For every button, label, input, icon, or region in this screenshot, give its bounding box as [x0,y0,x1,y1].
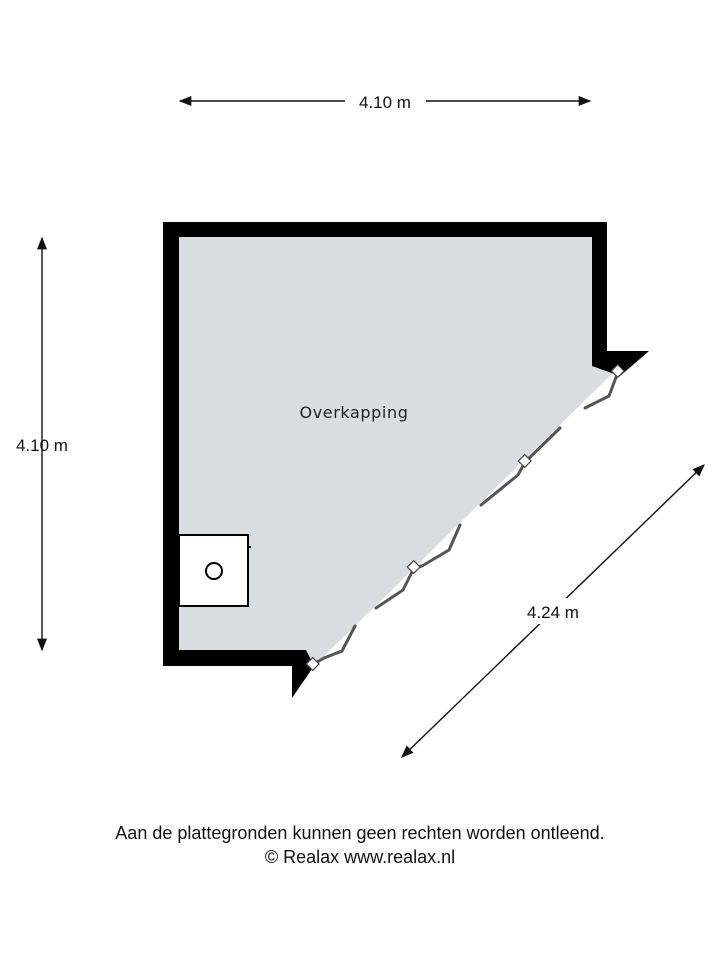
dimension-top: 4.10 m [178,93,592,112]
copyright-text: © Realax www.realax.nl [264,847,456,867]
wall [163,222,649,698]
corner-unit [178,534,251,607]
door-hinges [305,363,625,672]
disclaimer-text: Aan de plattegronden kunnen geen rechten… [115,823,605,843]
dimension-diagonal-label: 4.24 m [527,603,579,622]
drain-circle [205,562,223,580]
room-label: Overkapping [300,403,409,422]
dimension-left: 4.10 m [16,236,68,652]
room-floor [179,237,620,666]
dimension-left-label: 4.10 m [16,436,68,455]
dimension-diagonal: 4.24 m [401,464,705,758]
dimension-top-label: 4.10 m [359,93,411,112]
folding-doors [310,370,620,667]
